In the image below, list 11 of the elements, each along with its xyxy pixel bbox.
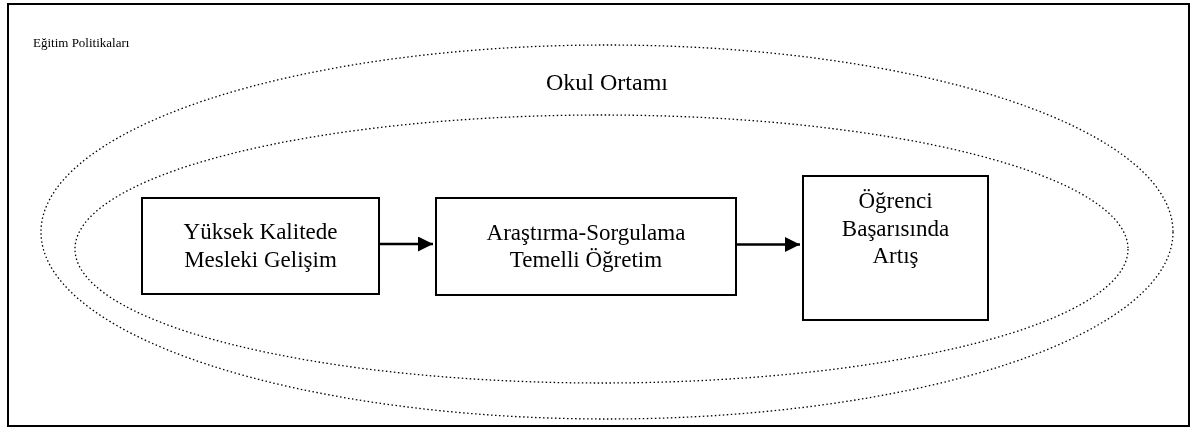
dotted-ellipse bbox=[74, 114, 1129, 384]
arrow bbox=[378, 236, 433, 252]
box-label: Öğrenci Başarısında Artış bbox=[840, 187, 951, 270]
frame-heading: Eğitim Politikaları bbox=[33, 35, 130, 51]
process-box bbox=[141, 197, 380, 295]
box-label: Yüksek Kalitede Mesleki Gelişim bbox=[182, 218, 339, 274]
arrow bbox=[735, 237, 800, 252]
ellipse-heading: Okul Ortamı bbox=[545, 68, 669, 97]
process-box bbox=[802, 175, 989, 321]
process-box bbox=[435, 197, 737, 296]
box-label: Araştırma-Sorgulama Temelli Öğretim bbox=[485, 218, 687, 275]
